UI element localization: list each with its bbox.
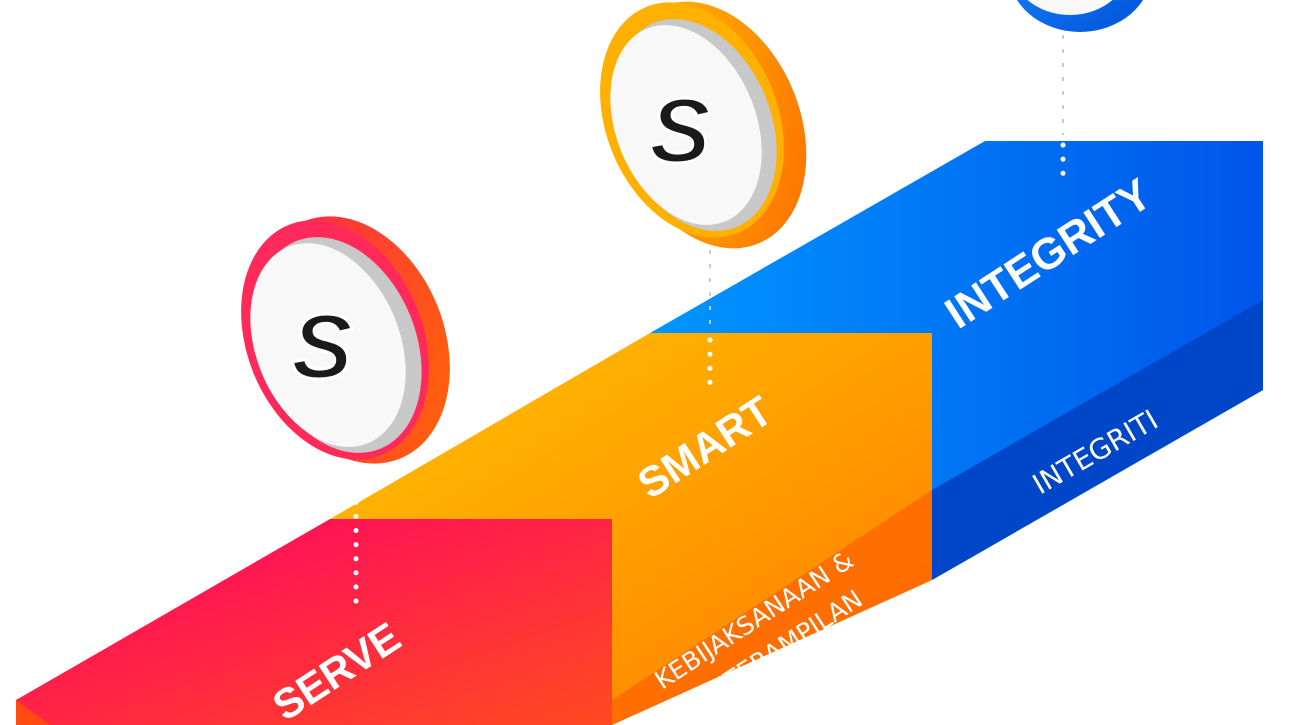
- logo-s-icon: S: [649, 80, 710, 182]
- step-integrity: INTEGRITY INTEGRITI: [650, 141, 1263, 580]
- disc-integrity: [1017, 0, 1143, 32]
- step-serve: SERVE: [16, 519, 612, 725]
- step-smart: SMART KEBIJAKSANAAN & BERKETERAMPILAN: [330, 333, 932, 725]
- disc-smart: S: [600, 1, 807, 249]
- logo-s-icon: S: [291, 296, 352, 398]
- disc-serve: S: [241, 216, 450, 464]
